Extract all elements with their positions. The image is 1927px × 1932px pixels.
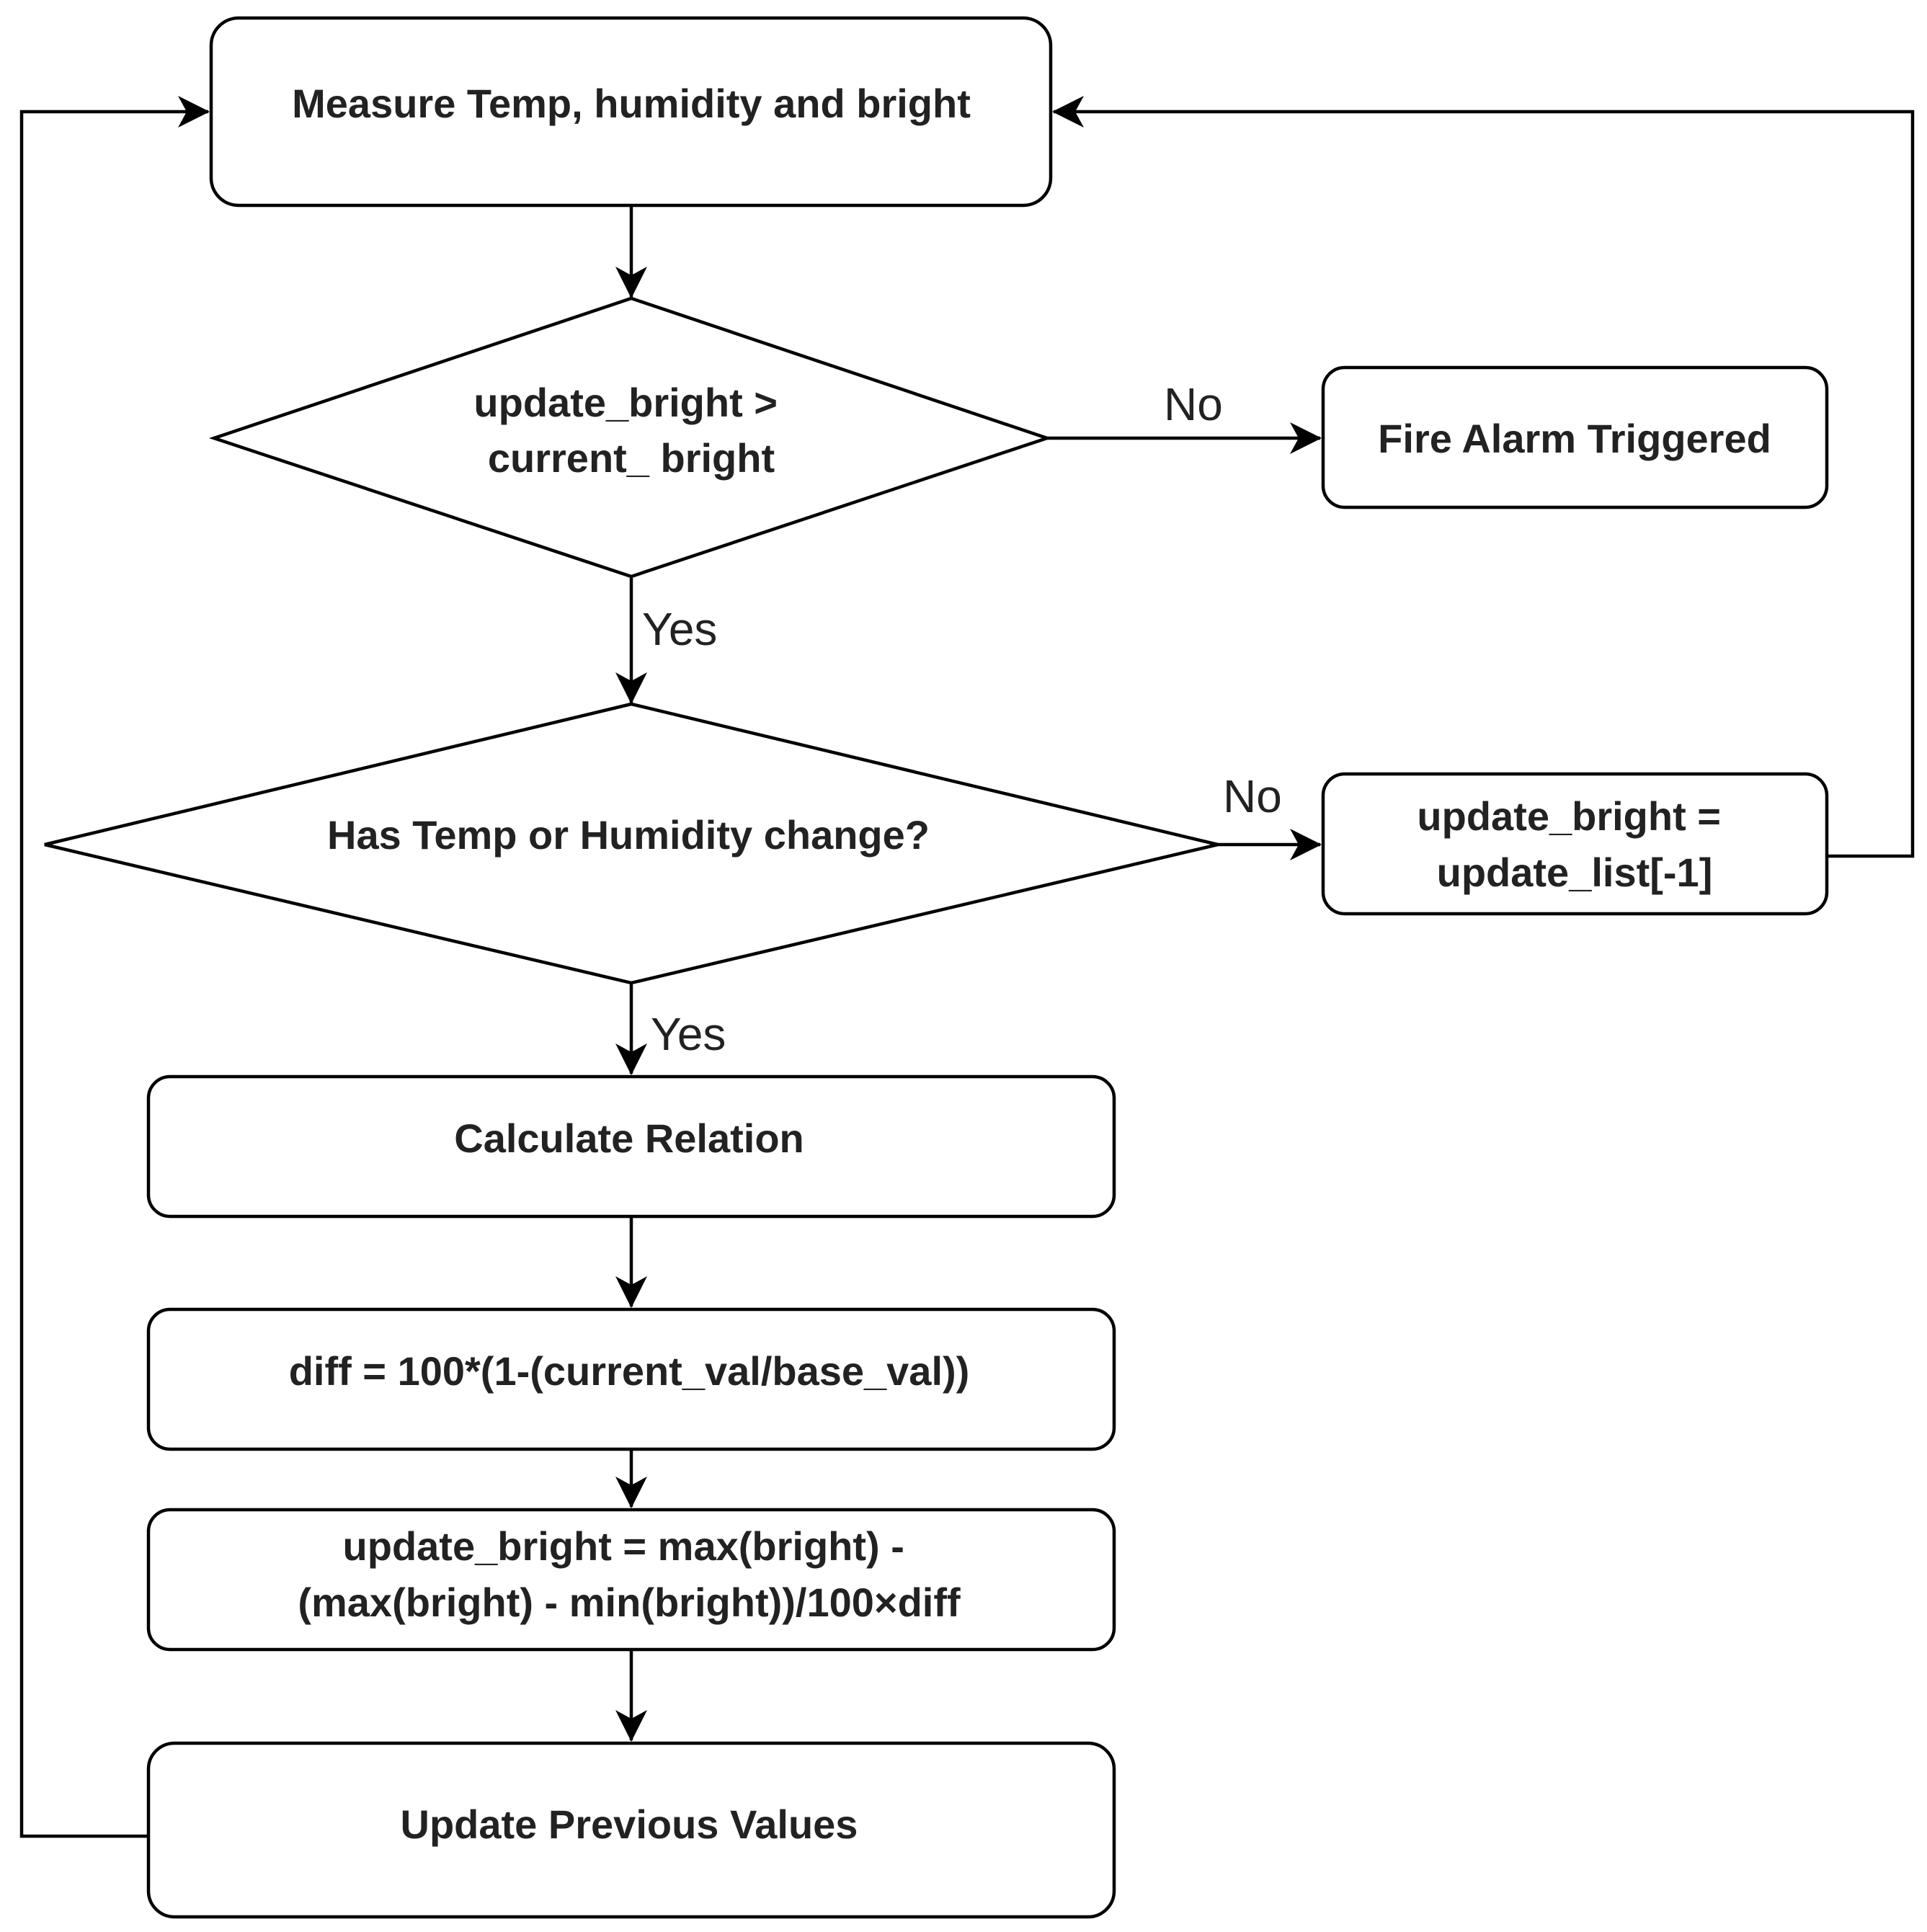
calculate-label-line: Calculate Relation bbox=[454, 1116, 804, 1161]
fire-alarm-label: Fire Alarm Triggered bbox=[1378, 416, 1771, 461]
nodes bbox=[44, 16, 1829, 1919]
update-bright-formula-label: update_bright = max(bright) - (max(brigh… bbox=[298, 1523, 961, 1625]
update-list-node bbox=[1321, 772, 1829, 916]
diff-label: diff = 100*(1-(current_val/base_val)) bbox=[289, 1348, 970, 1394]
edge-label-bright-no: No bbox=[1164, 378, 1223, 430]
decision-change-label-line: Has Temp or Humidity change? bbox=[327, 812, 930, 858]
update-previous-label-line: Update Previous Values bbox=[401, 1802, 858, 1847]
edge-label-bright-yes: Yes bbox=[642, 603, 717, 655]
calculate-label: Calculate Relation bbox=[454, 1116, 804, 1161]
edge-update-previous-loop-to-measure bbox=[19, 96, 210, 1838]
measure-label: Measure Temp, humidity and bright bbox=[292, 81, 971, 126]
update-list-label-line-1: update_bright = bbox=[1417, 793, 1721, 839]
measure-label-line: Measure Temp, humidity and bright bbox=[292, 81, 971, 126]
update-list-label-line-2: update_list[-1] bbox=[1437, 850, 1713, 895]
edge-label-change-yes: Yes bbox=[651, 1008, 726, 1060]
decision-change-node bbox=[44, 702, 1219, 985]
edge-label-change-no: No bbox=[1223, 770, 1282, 822]
decision-bright-label-line-1: update_bright > bbox=[473, 380, 778, 425]
update-bright-formula-label-line-1: update_bright = max(bright) - bbox=[343, 1523, 904, 1569]
update-previous-node bbox=[146, 1741, 1116, 1919]
update-list-label: update_bright = update_list[-1] bbox=[1417, 793, 1732, 895]
measure-node bbox=[209, 16, 1053, 208]
node-labels: Measure Temp, humidity and bright update… bbox=[289, 81, 1771, 1847]
decision-bright-label: update_bright > current_ bright bbox=[473, 380, 788, 481]
calculate-node bbox=[146, 1074, 1116, 1219]
edge-update-list-loop-to-measure bbox=[1052, 96, 1915, 858]
decision-bright-label-line-2: current_ bright bbox=[488, 435, 775, 481]
decision-change-label: Has Temp or Humidity change? bbox=[327, 812, 930, 858]
decision-bright-node bbox=[208, 296, 1053, 579]
update-bright-formula-node bbox=[146, 1508, 1116, 1652]
update-previous-label: Update Previous Values bbox=[401, 1802, 858, 1847]
edge-labels: No Yes No Yes bbox=[642, 378, 1282, 1060]
fire-alarm-label-line: Fire Alarm Triggered bbox=[1378, 416, 1771, 461]
diff-node bbox=[146, 1307, 1116, 1451]
update-bright-formula-label-line-2: (max(bright) - min(bright))/100×diff bbox=[298, 1580, 961, 1625]
edges bbox=[19, 96, 1915, 1838]
diff-label-line: diff = 100*(1-(current_val/base_val)) bbox=[289, 1348, 970, 1394]
fire-alarm-node bbox=[1321, 365, 1829, 509]
